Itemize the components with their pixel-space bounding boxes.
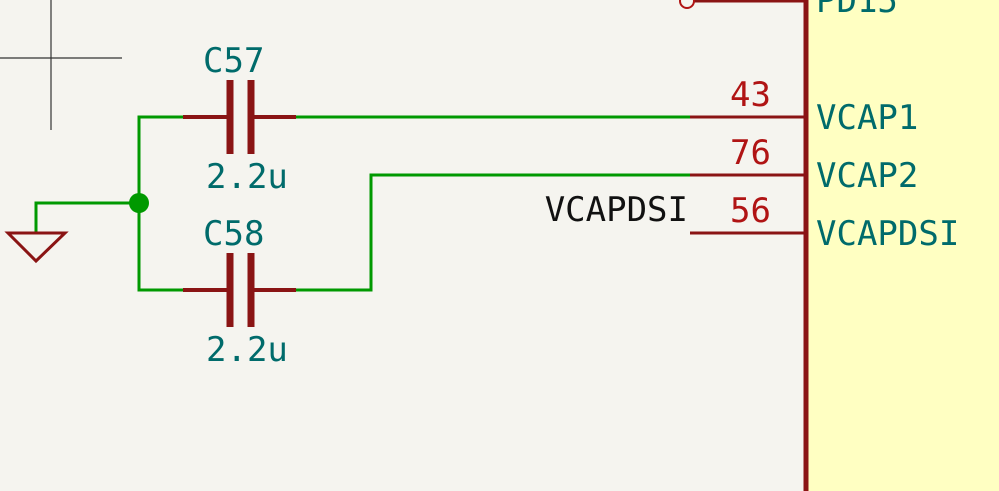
- pin-name-vcap2: VCAP2: [816, 156, 918, 196]
- pin-name-vcap1: VCAP1: [816, 98, 918, 138]
- net-label-vcapdsi[interactable]: VCAPDSI: [545, 190, 688, 230]
- ic-pins[interactable]: [690, 0, 806, 235]
- wires[interactable]: [34, 115, 692, 292]
- ground-symbol-icon[interactable]: [4, 231, 69, 264]
- pin-name-pd15: PD15: [816, 0, 898, 21]
- wire-vcap2: [294, 173, 692, 292]
- capacitor-c57[interactable]: [183, 80, 296, 154]
- pin-name-vcapdsi: VCAPDSI: [816, 214, 959, 254]
- c58-reference: C58: [203, 214, 264, 254]
- junction-dot[interactable]: [129, 193, 149, 213]
- c57-value: 2.2u: [206, 157, 288, 197]
- capacitor-c58[interactable]: [183, 253, 296, 327]
- crosshair-cursor-icon: [0, 0, 122, 130]
- pin-number-vcapdsi: 56: [730, 191, 771, 231]
- c57-reference: C57: [203, 41, 264, 81]
- pin-pd15-no-connect-marker: [679, 0, 695, 9]
- pin-number-vcap2: 76: [730, 133, 771, 173]
- ic-body[interactable]: [803, 0, 999, 491]
- pin-number-vcap1: 43: [730, 75, 771, 115]
- c58-value: 2.2u: [206, 330, 288, 370]
- wire-ground: [34, 201, 141, 232]
